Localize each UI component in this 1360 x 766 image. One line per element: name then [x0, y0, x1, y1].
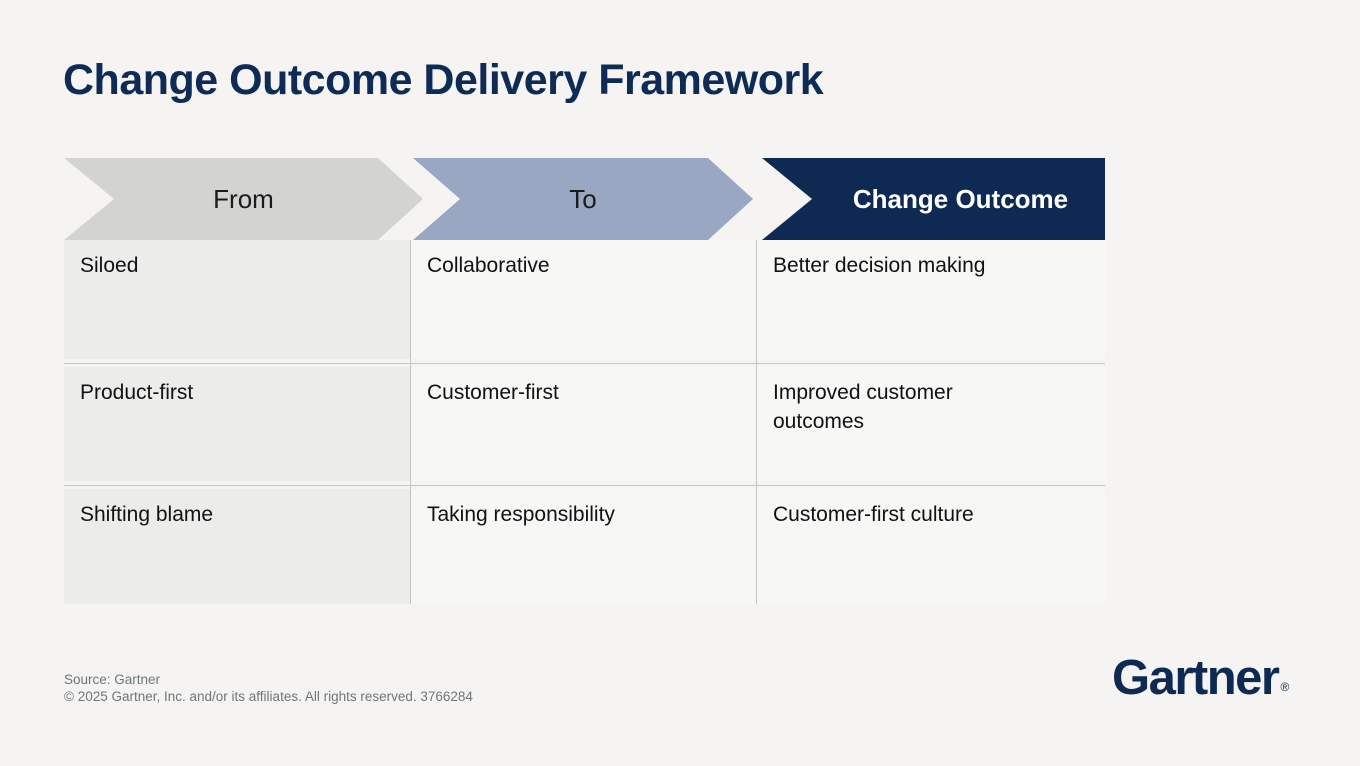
column-divider: [410, 240, 411, 604]
cell-from: Product-first: [64, 367, 410, 481]
cell-to: Collaborative: [411, 240, 756, 359]
registered-trademark-icon: ®: [1280, 680, 1290, 694]
table-row: Product-first Customer-first Improved cu…: [64, 367, 1105, 481]
header-arrow-from: From: [64, 158, 423, 240]
header-arrow-change-outcome: Change Outcome: [762, 158, 1105, 240]
table-row: Shifting blame Taking responsibility Cus…: [64, 489, 1105, 604]
cell-outcome: Better decision making: [757, 240, 1105, 359]
column-divider: [756, 240, 757, 604]
header-label-change-outcome: Change Outcome: [852, 183, 1069, 214]
cell-outcome: Improved customer outcomes: [757, 367, 1105, 481]
page-title: Change Outcome Delivery Framework: [63, 56, 824, 104]
cell-to: Customer-first: [411, 367, 756, 481]
gartner-logo: Gartner®: [1112, 650, 1290, 706]
footer: Source: Gartner © 2025 Gartner, Inc. and…: [64, 671, 473, 705]
cell-from: Shifting blame: [64, 489, 410, 604]
header-label-to: To: [569, 183, 597, 214]
row-divider: [64, 363, 1105, 364]
framework-table: Siloed Collaborative Better decision mak…: [64, 240, 1105, 604]
header-arrow-to: To: [413, 158, 753, 240]
row-divider: [64, 485, 1105, 486]
cell-from: Siloed: [64, 240, 410, 359]
cell-to: Taking responsibility: [411, 489, 756, 604]
source-text: Source: Gartner: [64, 672, 161, 687]
table-row: Siloed Collaborative Better decision mak…: [64, 240, 1105, 359]
copyright-text: © 2025 Gartner, Inc. and/or its affiliat…: [64, 689, 473, 704]
cell-outcome: Customer-first culture: [757, 489, 1105, 604]
header-label-from: From: [213, 183, 274, 214]
gartner-logo-text: Gartner: [1112, 651, 1280, 705]
